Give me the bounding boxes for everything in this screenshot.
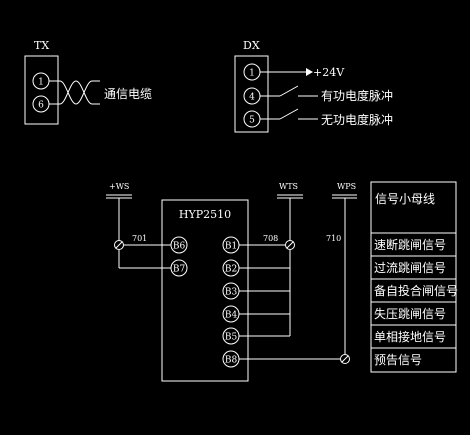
terminal-b5: B5 <box>222 327 240 345</box>
signal-table <box>370 181 457 373</box>
svg-text:B6: B6 <box>173 242 186 252</box>
bus-ws: +WS <box>106 182 132 199</box>
tx-title: TX <box>34 39 49 52</box>
svg-text:B5: B5 <box>225 333 238 343</box>
svg-text:B8: B8 <box>225 356 238 366</box>
dx-terminal-4: 4 <box>243 87 261 105</box>
dx-terminal-1: 1 <box>243 63 261 81</box>
junction-708 <box>285 240 295 250</box>
terminal-b4: B4 <box>222 305 240 323</box>
svg-text:4: 4 <box>249 93 255 103</box>
dx-terminal-5: 5 <box>243 110 261 128</box>
wire-label-708: 708 <box>263 234 278 243</box>
junction-701 <box>114 240 124 250</box>
terminal-b3: B3 <box>222 282 240 300</box>
tx-cable-label: 通信电缆 <box>104 87 152 101</box>
dx-label-reactive: 无功电度脉冲 <box>321 112 393 127</box>
svg-text:B2: B2 <box>225 265 237 275</box>
signal-row-5: 单相接地信号 <box>374 329 446 344</box>
active-pulse-contact <box>260 85 318 97</box>
wire-label-701: 701 <box>132 234 147 243</box>
arrow-icon <box>306 68 313 76</box>
terminal-b7: B7 <box>170 259 188 277</box>
svg-text:B3: B3 <box>225 288 238 298</box>
wire-701 <box>118 198 171 269</box>
svg-text:B7: B7 <box>173 265 186 275</box>
terminal-b1: B1 <box>222 236 240 254</box>
dx-label-24v: +24V <box>313 66 345 79</box>
wire-label-710: 710 <box>326 234 341 243</box>
junction-710 <box>340 354 350 364</box>
dx-terminal-strip <box>234 55 269 133</box>
svg-text:WPS: WPS <box>337 182 356 191</box>
tx-terminal-6: 6 <box>32 95 50 113</box>
signal-row-6: 预告信号 <box>374 353 422 367</box>
signal-table-header: 信号小母线 <box>375 192 435 206</box>
svg-text:1: 1 <box>38 78 44 88</box>
svg-text:1: 1 <box>249 69 255 79</box>
svg-text:6: 6 <box>38 101 44 111</box>
device-name: HYP2510 <box>179 208 231 221</box>
svg-text:5: 5 <box>249 116 255 126</box>
terminal-b6: B6 <box>170 236 188 254</box>
dx-title: DX <box>243 39 260 52</box>
signal-row-1: 速断跳闸信号 <box>374 237 446 252</box>
terminal-b8: B8 <box>222 350 240 368</box>
wire-708 <box>239 198 291 337</box>
svg-text:B4: B4 <box>225 311 238 321</box>
bus-wps: WPS <box>332 182 357 199</box>
tx-terminal-strip <box>24 55 59 125</box>
svg-text:+WS: +WS <box>109 182 129 191</box>
signal-row-4: 失压跳闸信号 <box>374 306 446 321</box>
svg-text:B1: B1 <box>225 242 237 252</box>
twisted-pair-cable <box>49 80 100 105</box>
terminal-b2: B2 <box>222 259 240 277</box>
wire-710 <box>239 198 346 360</box>
dx-label-active: 有功电度脉冲 <box>321 88 393 103</box>
reactive-pulse-contact <box>260 108 318 120</box>
bus-wts: WTS <box>277 182 303 199</box>
tx-terminal-1: 1 <box>32 72 50 90</box>
signal-row-2: 过流跳闸信号 <box>374 261 446 275</box>
svg-text:WTS: WTS <box>279 182 298 191</box>
signal-row-3: 备自投合闸信号 <box>374 283 458 298</box>
